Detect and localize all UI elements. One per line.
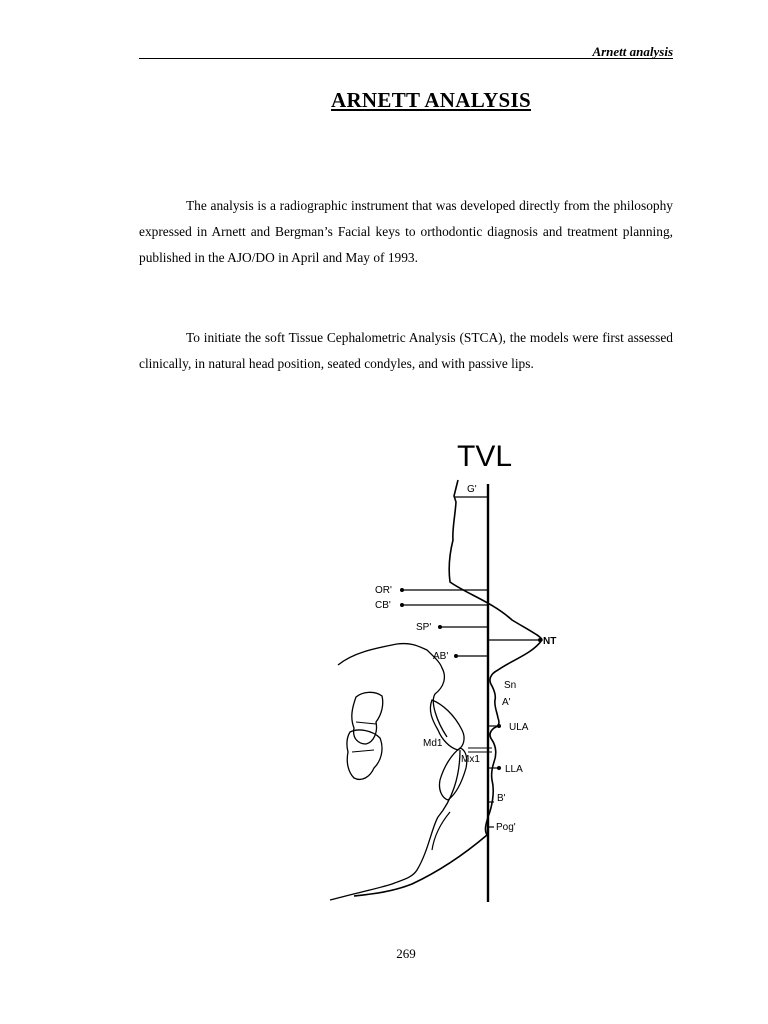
label-ula: ULA <box>509 722 529 733</box>
label-mx1: Mx1 <box>461 754 480 765</box>
running-header: Arnett analysis <box>592 44 673 59</box>
label-pog-prime: Pog' <box>496 822 516 833</box>
mandible-inner <box>431 811 451 851</box>
soft-tissue-profile <box>353 479 543 897</box>
label-lla: LLA <box>505 764 523 775</box>
label-sn: Sn <box>504 680 516 691</box>
label-g-prime: G' <box>467 484 477 495</box>
upper-molar <box>351 691 384 745</box>
paragraph-stca: To initiate the soft Tissue Cephalometri… <box>139 330 673 371</box>
label-nt: NT <box>543 636 556 647</box>
tvl-label: TVL <box>457 440 512 473</box>
paragraph-intro: The analysis is a radiographic instrumen… <box>139 198 673 265</box>
label-a-prime: A' <box>502 697 511 708</box>
label-sp-prime: SP' <box>416 622 431 633</box>
lower-molar <box>346 729 383 781</box>
label-cb-prime: CB' <box>375 600 391 611</box>
page-number: 269 <box>396 946 416 961</box>
header-rule <box>139 58 673 59</box>
label-ab-prime: AB' <box>433 651 448 662</box>
soft-tissue-cephalometric-figure: TVL G' OR' CB' SP' AB' <box>292 432 567 902</box>
label-or-prime: OR' <box>375 585 392 596</box>
page-title: ARNETT ANALYSIS <box>330 88 531 112</box>
lower-incisor-mx1 <box>438 747 468 801</box>
cranial-base-outline <box>337 642 448 738</box>
label-b-prime: B' <box>497 793 506 804</box>
label-md1: Md1 <box>423 738 443 749</box>
